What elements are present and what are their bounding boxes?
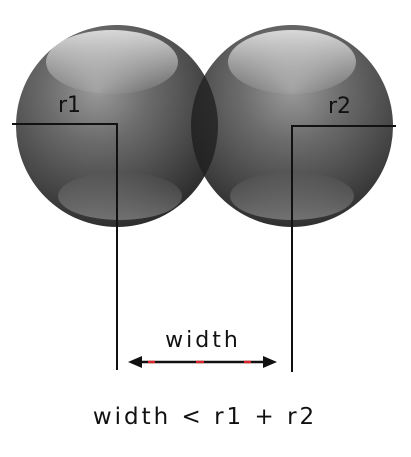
width-label: width xyxy=(165,328,241,353)
arrow-head-left xyxy=(128,356,142,368)
formula-text: width < r1 + r2 xyxy=(93,404,317,430)
arrow-head-right xyxy=(263,356,277,368)
r2-label: r2 xyxy=(328,94,351,119)
radius-r1 xyxy=(12,123,118,370)
radius-r2 xyxy=(291,125,396,372)
width-arrow xyxy=(128,356,277,368)
r1-label: r1 xyxy=(58,93,81,118)
